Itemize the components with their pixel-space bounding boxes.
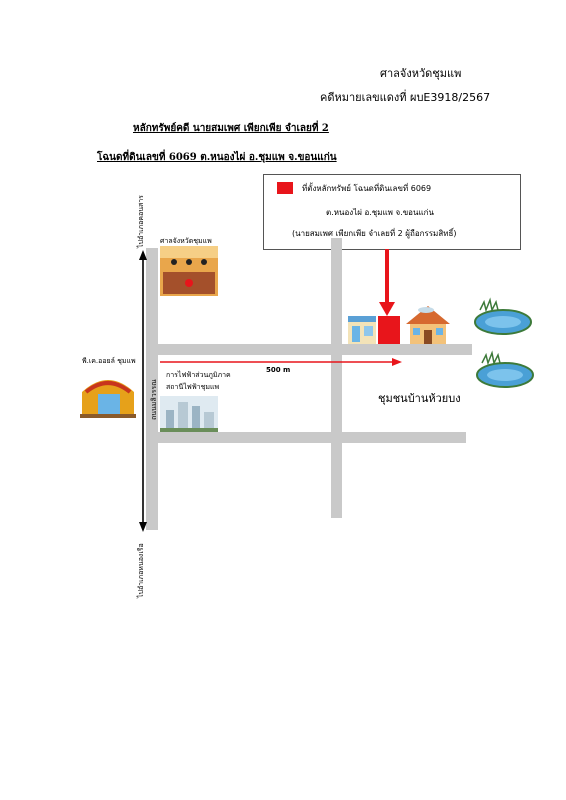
legend-line-2: ต.หนองไผ่ อ.ชุมแพ จ.ขอนแก่น: [326, 208, 434, 217]
court-label: ศาลจังหวัดชุมแพ: [160, 237, 212, 245]
to-south-label: ไปอำเภอหนองเรือ: [137, 543, 145, 598]
oil-station-label: พี.เค.ออยล์ ชุมแพ: [82, 357, 136, 365]
pointer-arrow-icon: [379, 302, 395, 316]
distance-label: 500 m: [266, 366, 291, 374]
road-name-label: ถนนมลิวรรณ: [150, 379, 158, 420]
village-label: ชุมชนบ้านห้วยบง: [378, 392, 461, 405]
legend-marker: [277, 182, 293, 194]
cross-road: [331, 238, 342, 518]
pond-icon: [474, 297, 532, 335]
court-title: ศาลจังหวัดชุมแพ: [380, 67, 462, 80]
shop-icon: [348, 316, 376, 344]
legend-box: ที่ตั้งหลักทรัพย์ โฉนดที่ดินเลขที่ 6069 …: [263, 174, 521, 250]
legend-line-3: (นายสมเพศ เพียกเพีย จำเลยที่ 2 ผู้ถือกรร…: [292, 229, 457, 238]
case-number: คดีหมายเลขแดงที่ ผบE3918/2567: [320, 91, 491, 104]
pea-label-2: สถานีไฟฟ้าชุมแพ: [166, 383, 220, 391]
oil-station-icon: [80, 380, 136, 418]
house-icon: [406, 306, 450, 344]
arrow-down-icon: [139, 522, 147, 532]
court-building-icon: [160, 246, 218, 296]
pea-label-1: การไฟฟ้าส่วนภูมิภาค: [166, 371, 231, 379]
power-station-icon: [160, 396, 218, 432]
deed-title: โฉนดที่ดินเลขที่ 6069 ต.หนองไผ่ อ.ชุมแพ …: [97, 152, 337, 163]
arrow-up-icon: [139, 250, 147, 260]
distance-arrow-icon: [392, 358, 402, 366]
road-lower: [158, 432, 466, 443]
road-upper: [158, 344, 472, 355]
main-road: [146, 248, 158, 530]
to-north-label: ไปอำเภอคอนสาร: [137, 195, 145, 248]
property-marker: [378, 316, 400, 344]
legend-line-1: ที่ตั้งหลักทรัพย์ โฉนดที่ดินเลขที่ 6069: [302, 184, 432, 193]
pond-icon: [476, 350, 534, 388]
assets-title: หลักทรัพย์คดี นายสมเพศ เพียกเพีย จำเลยที…: [133, 123, 329, 134]
